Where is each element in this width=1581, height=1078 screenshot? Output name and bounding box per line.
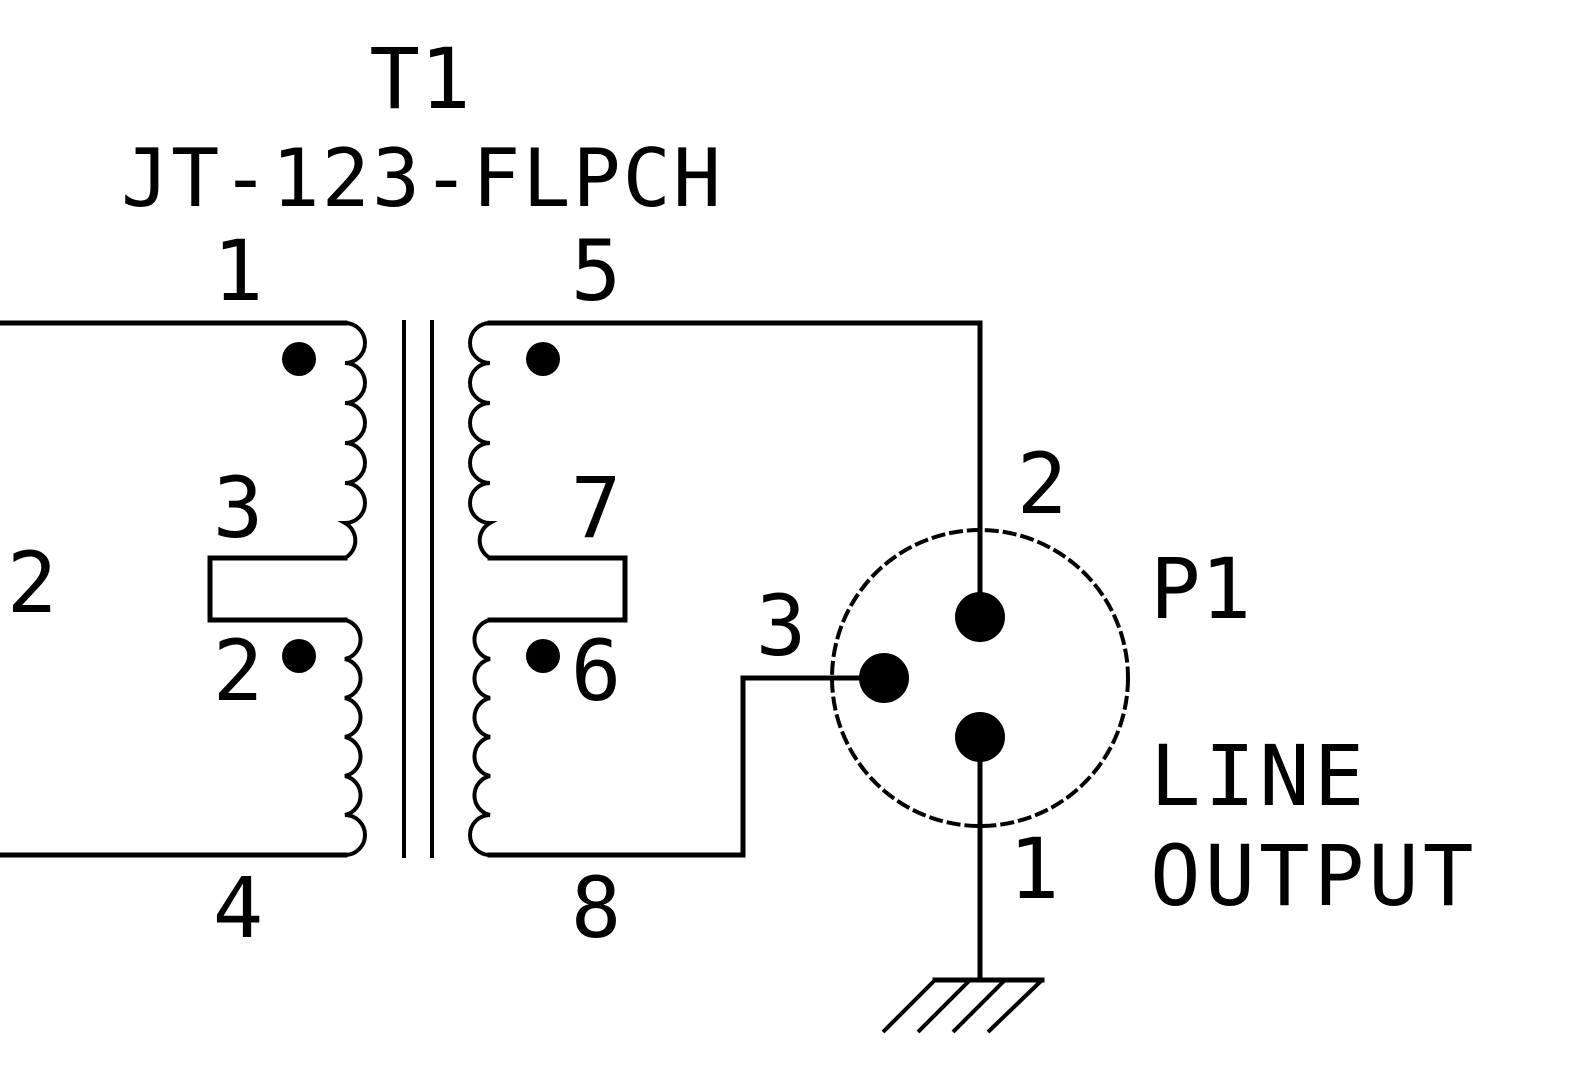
primary-lower-coil (344, 618, 367, 857)
pin-label-primary-center-upper: 3 (213, 459, 264, 557)
secondary-top-lead (487, 320, 983, 618)
secondary-bottom-lead (487, 675, 885, 858)
transformer-core (402, 320, 434, 858)
primary-center-tap-link (207, 555, 348, 623)
primary-upper-coil (337, 321, 367, 560)
primary-upper-polarity-dot (282, 342, 316, 376)
pin-label-primary-center-lower: 2 (213, 622, 264, 720)
connector-p1 (830, 528, 1130, 983)
secondary-center-tap-link (487, 555, 628, 623)
connector-pin-label-top: 2 (1017, 435, 1068, 533)
secondary-winding-group (468, 320, 983, 858)
pin-label-primary-bottom: 4 (213, 859, 264, 957)
connector-description-line1: LINE (1150, 727, 1368, 825)
primary-lower-polarity-dot (282, 639, 316, 673)
connector-pin-label-bottom: 1 (1009, 820, 1060, 918)
secondary-lower-polarity-dot (526, 639, 560, 673)
ground-icon (881, 977, 1045, 1034)
left-edge-label: 2 (7, 534, 58, 632)
secondary-upper-coil (468, 321, 498, 560)
connector-body-circle (830, 528, 1130, 828)
pin-label-secondary-bottom: 8 (571, 859, 622, 957)
connector-ref-label: P1 (1150, 540, 1251, 638)
pin-label-primary-top: 1 (213, 222, 264, 320)
connector-pin-3-contact (859, 653, 909, 703)
pin-label-secondary-center-lower: 6 (571, 622, 622, 720)
connector-pin-label-left: 3 (756, 577, 807, 675)
connector-description-line2: OUTPUT (1150, 827, 1477, 925)
connector-pin-2-contact (955, 592, 1005, 642)
secondary-lower-coil (468, 618, 491, 857)
pin-label-secondary-top: 5 (571, 222, 622, 320)
transformer-ref-label: T1 (369, 30, 470, 128)
primary-winding-group (0, 320, 367, 858)
pin-label-secondary-center-upper: 7 (571, 459, 622, 557)
secondary-upper-polarity-dot (526, 342, 560, 376)
transformer-part-label: JT-123-FLPCH (121, 132, 723, 225)
